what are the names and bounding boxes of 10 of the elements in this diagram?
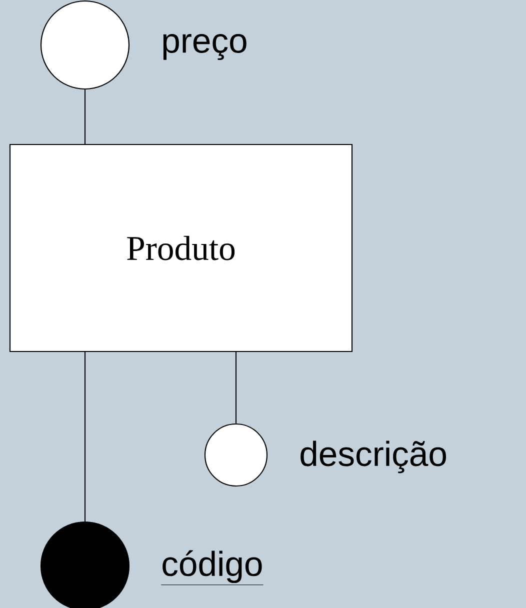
attribute-circle (204, 423, 268, 487)
connector-line (235, 352, 237, 424)
attribute-circle (40, 521, 130, 608)
connector-line (84, 90, 86, 144)
connector-line (84, 352, 86, 522)
attribute-circle (40, 0, 130, 90)
attribute-label: código (160, 550, 264, 586)
attribute-label: preço (163, 34, 246, 60)
entity-box: Produto (9, 144, 353, 352)
attribute-label: descrição (300, 440, 446, 474)
